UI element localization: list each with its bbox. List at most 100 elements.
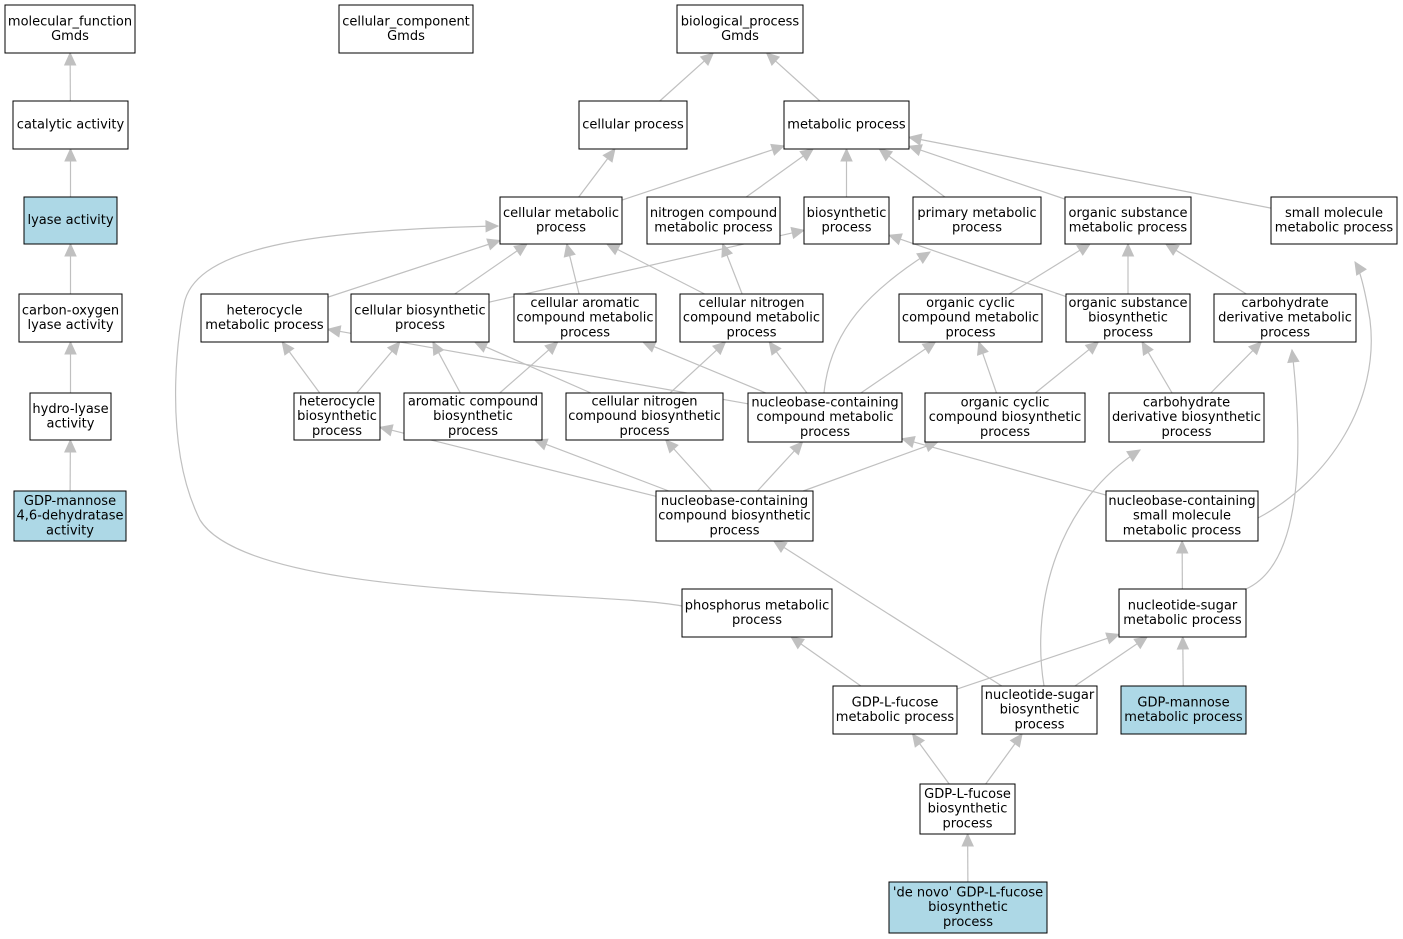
go-term-node-cellproc[interactable]: cellular process [578, 100, 688, 150]
edge-cellbio-to-cellmet [454, 243, 529, 295]
edge-cellnitro-to-cellmet [605, 243, 705, 295]
node-label-line: organic cyclic [961, 396, 1050, 411]
node-label-line: compound biosynthetic [929, 410, 1082, 425]
go-term-node-catalytic[interactable]: catalytic activity [12, 100, 129, 150]
node-label-line: cellular metabolic [503, 206, 619, 221]
node-box [679, 293, 824, 343]
edge-hydrolyase-to-colyase [64, 340, 77, 393]
node-label-line: carbohydrate [1143, 396, 1230, 411]
node-label-line: biological_process [681, 14, 800, 29]
node-label-line: metabolic process [1123, 523, 1242, 538]
node-label-line: metabolic process [787, 118, 906, 133]
node-label-line: metabolic process [654, 221, 773, 236]
node-box [578, 100, 688, 150]
node-label-line: process [448, 424, 498, 439]
node-label-line: lyase activity [27, 318, 113, 333]
node-label-line: small molecule [1285, 206, 1383, 221]
node-label-line: metabolic process [205, 318, 324, 333]
edge-nbcbio-to-hetbio [378, 424, 657, 497]
node-label-line: process [943, 816, 993, 831]
node-label-line: biosynthetic [1088, 311, 1168, 326]
edge-nbsmall-to-nbcmet [900, 436, 1107, 496]
node-label-line: process [620, 424, 670, 439]
node-box [338, 4, 474, 54]
node-label-line: organic substance [1069, 296, 1188, 311]
node-label-line: 4,6-dehydratase [17, 509, 124, 524]
edge-nsmet-to-carbdermet [1245, 348, 1300, 590]
node-box [888, 881, 1048, 934]
node-box [293, 392, 381, 441]
node-label-line: compound metabolic [516, 311, 653, 326]
node-label-line: process [800, 425, 850, 440]
node-label-line: cellular nitrogen [591, 395, 697, 410]
edge-nbcmet-to-primmet [823, 251, 932, 394]
node-label-line: derivative metabolic [1218, 311, 1352, 326]
node-box [4, 4, 136, 54]
edge-nbcbio-to-nbcmet [757, 441, 804, 492]
node-label-line: process [943, 915, 993, 930]
node-label-line: compound metabolic [902, 311, 1039, 326]
node-label-line: nucleotide-sugar [1128, 598, 1238, 613]
node-label-line: GDP-mannose [1137, 695, 1229, 710]
edge-nbcmet-to-hetmet [326, 325, 749, 405]
edge-fucbio-to-nsbio [985, 733, 1023, 785]
node-label-line: organic cyclic [926, 296, 1015, 311]
go-term-node-metproc[interactable]: metabolic process [783, 100, 910, 150]
node-label-line: cellular nitrogen [698, 296, 804, 311]
go-term-node-lyase[interactable]: lyase activity [23, 196, 118, 245]
node-box [919, 783, 1016, 835]
edge-orgcycmet-to-orgsubmet [1008, 243, 1092, 295]
node-label-line: process [727, 325, 777, 340]
node-label-line: phosphorus metabolic [685, 598, 829, 613]
node-box [1118, 588, 1247, 638]
edge-carbderbio-to-carbdermet [1210, 341, 1263, 394]
node-label-line: biosynthetic [928, 900, 1008, 915]
node-label-line: process [312, 424, 362, 439]
edge-nbcmet-to-cellarom [641, 340, 767, 394]
node-box [1065, 293, 1191, 343]
node-box [655, 490, 814, 542]
node-label-line: process [395, 318, 445, 333]
node-label-line: process [710, 523, 760, 538]
node-label-line: metabolic process [1069, 221, 1188, 236]
node-box [18, 293, 123, 343]
edge-phosmet-to-cellmet [175, 219, 683, 607]
node-label-line: cellular biosynthetic [354, 303, 485, 318]
go-term-node-denovo[interactable]: 'de novo' GDP-L-fucosebiosyntheticproces… [888, 881, 1048, 934]
edge-hetmet-to-cellmet [327, 238, 502, 298]
